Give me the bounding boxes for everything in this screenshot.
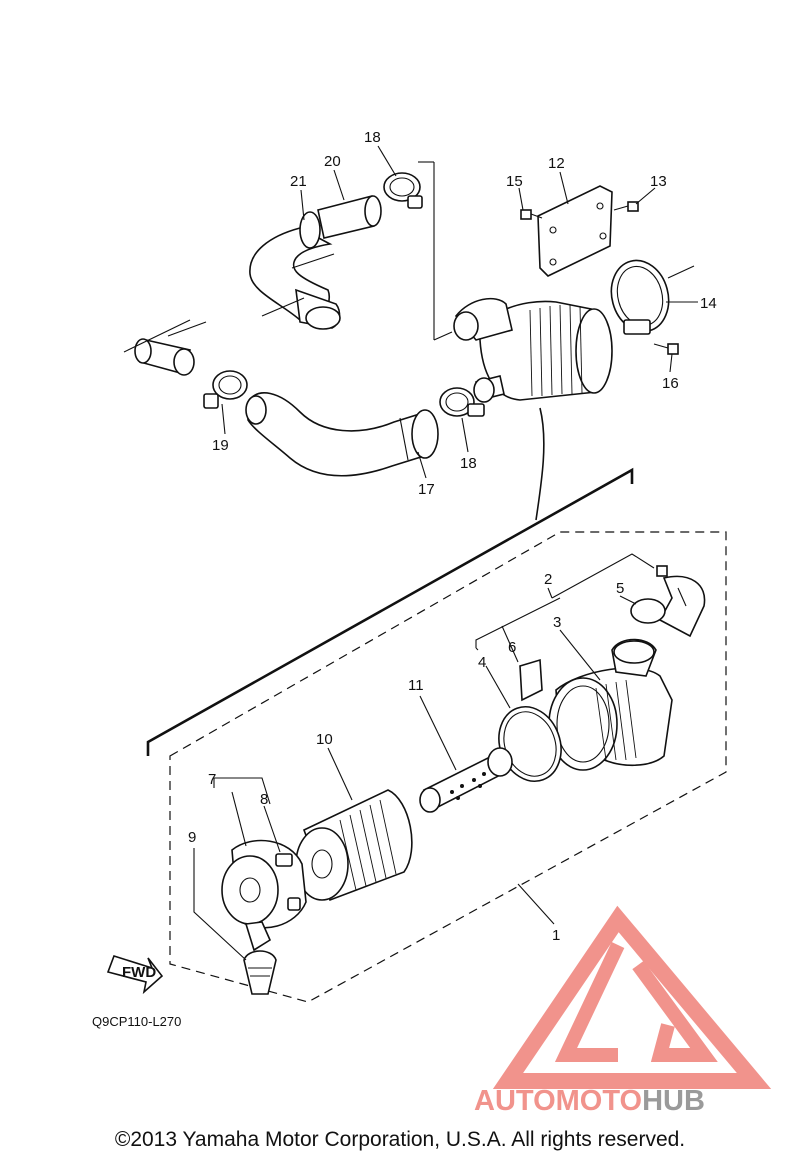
assembly-brace (146, 407, 634, 756)
callout-17: 17 (418, 481, 435, 498)
callout-8: 8 (260, 791, 268, 808)
callout-19: 19 (212, 437, 229, 454)
watermark-text-b: HUB (642, 1085, 705, 1117)
reference-code: Q9CP110-L270 (92, 1014, 182, 1029)
callout-12: 12 (548, 155, 565, 172)
elbow-pipe (630, 565, 706, 638)
svg-text:AUTOMOTOHUB: AUTOMOTOHUB (474, 1085, 705, 1117)
leaders-upper (221, 145, 698, 479)
lower-left-clamp (203, 370, 248, 409)
lower-hose-clamp (439, 387, 485, 417)
callout-labels: 1 2 3 4 5 6 7 8 9 10 11 12 13 14 15 16 1… (188, 129, 717, 944)
callout-9: 9 (188, 829, 196, 846)
watermark-text-a: AUTOMOTO (474, 1085, 642, 1117)
callout-11: 11 (408, 677, 424, 694)
inlet-short-pipe (134, 338, 195, 376)
callout-1: 1 (552, 927, 560, 944)
callout-3: 3 (553, 614, 561, 631)
fwd-badge-text: FWD (122, 964, 156, 981)
callout-7: 7 (208, 771, 216, 788)
end-cap-assembly (221, 839, 307, 995)
callout-18-upper: 18 (364, 129, 381, 146)
bolt-15 (520, 209, 543, 220)
leaders-lower (193, 553, 655, 961)
watermark-mark-right (632, 960, 718, 1062)
caution-label (519, 658, 543, 702)
upper-intake-hose (249, 195, 382, 330)
inner-element (419, 747, 513, 813)
callout-6: 6 (508, 639, 516, 656)
watermark-logo: AUTOMOTOHUB (474, 905, 772, 1117)
copyright-notice: ©2013 Yamaha Motor Corporation, U.S.A. A… (114, 1128, 686, 1151)
callout-5: 5 (616, 580, 624, 597)
callout-10: 10 (316, 731, 333, 748)
bolt-16 (653, 343, 679, 355)
callout-21: 21 (290, 173, 307, 190)
callout-13: 13 (650, 173, 667, 190)
callout-4: 4 (478, 654, 486, 671)
bolt-13 (613, 201, 639, 212)
air-cleaner-assembly-upper (453, 297, 613, 403)
callout-20: 20 (324, 153, 341, 170)
air-cleaner-band (610, 259, 670, 335)
callout-18-lower: 18 (460, 455, 477, 472)
watermark-mark-left (554, 942, 625, 1062)
fwd-direction-badge: FWD (106, 955, 164, 995)
mounting-bracket-plate (537, 185, 613, 277)
callout-15: 15 (506, 173, 523, 190)
callout-14: 14 (700, 295, 717, 312)
assembly-outline (169, 531, 727, 1003)
air-cleaner-case (548, 638, 673, 771)
lower-intake-hose (245, 392, 439, 477)
main-filter-element (295, 789, 413, 902)
upper-hose-clamp (383, 172, 423, 209)
callout-16: 16 (662, 375, 679, 392)
callout-2: 2 (544, 571, 552, 588)
phantom-lines-upper (123, 161, 695, 353)
watermark-triangle (492, 905, 772, 1089)
